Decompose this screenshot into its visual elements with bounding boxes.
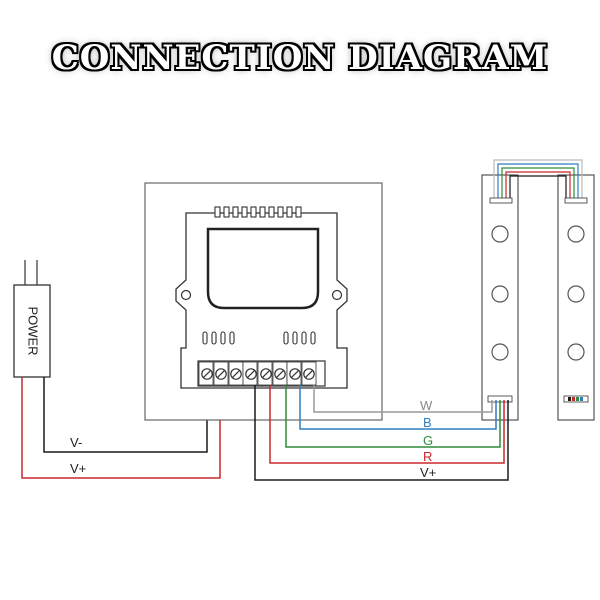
wire-g [285,385,501,448]
power-adapter-icon: POWER [13,260,51,378]
label-v-minus: V- [70,435,82,450]
wire-r [269,385,505,464]
diagram-title: CONNECTION DIAGRAM [51,38,549,78]
power-adapter-body [13,284,51,378]
label-g: G [423,433,433,448]
power-label: POWER [26,306,41,355]
led-strip-icon [481,159,595,421]
controller-slots [202,331,316,345]
terminal-screw-icon [198,361,317,386]
label-v-plus-strip: V+ [420,465,436,480]
mount-hole-right [331,289,343,301]
label-v-plus-power: V+ [70,461,86,476]
wire-v-plus-strip [254,385,509,481]
wire-b [299,385,497,430]
strip-jumper-wires [493,159,583,200]
mount-hole-left [180,289,192,301]
controller-icon [144,182,383,421]
controller-vent-teeth [214,206,302,218]
controller-screen [206,227,320,310]
label-r: R [423,449,432,464]
wire-w [313,385,493,413]
wire-v-plus-power [21,377,221,479]
led-chips [491,225,585,361]
label-w: W [420,398,433,413]
label-b: B [423,415,432,430]
